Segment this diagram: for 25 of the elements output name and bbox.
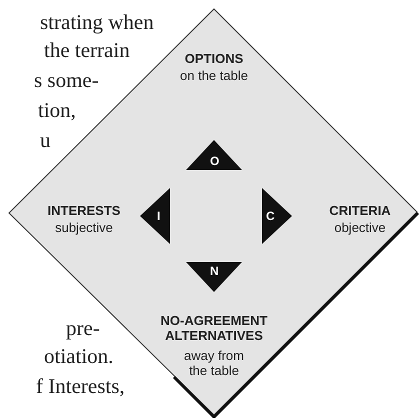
paragraph-text: strating when: [40, 12, 154, 33]
paragraph-text: otiation.: [44, 346, 114, 367]
region-heading: NO-AGREEMENT ALTERNATIVES: [160, 314, 268, 344]
paragraph-text: pre-: [66, 318, 100, 339]
region-heading: CRITERIA: [329, 204, 391, 219]
diamond-panel: [8, 8, 420, 418]
paragraph-text: f Interests,: [36, 376, 125, 397]
region-heading: INTERESTS: [48, 204, 120, 219]
triangle-letter: C: [266, 210, 275, 222]
triangle-letter: I: [157, 210, 160, 222]
triangle-marker: [186, 140, 242, 170]
paragraph-text: tion,: [38, 100, 76, 121]
triangle-marker: [186, 262, 242, 292]
triangle-letter: O: [210, 155, 220, 167]
triangle-marker: [140, 188, 170, 244]
region-subtitle: on the table: [180, 69, 248, 84]
triangle-letter: N: [210, 265, 219, 277]
region-subtitle: objective: [334, 221, 386, 236]
paragraph-text: s some-: [34, 70, 99, 91]
triangle-marker: [262, 188, 292, 244]
region-heading: OPTIONS: [184, 52, 244, 67]
region-subtitle: away from the table: [183, 349, 245, 379]
paragraph-text: u: [40, 130, 50, 151]
region-subtitle: subjective: [55, 221, 113, 236]
paragraph-text: the terrain: [44, 40, 130, 61]
